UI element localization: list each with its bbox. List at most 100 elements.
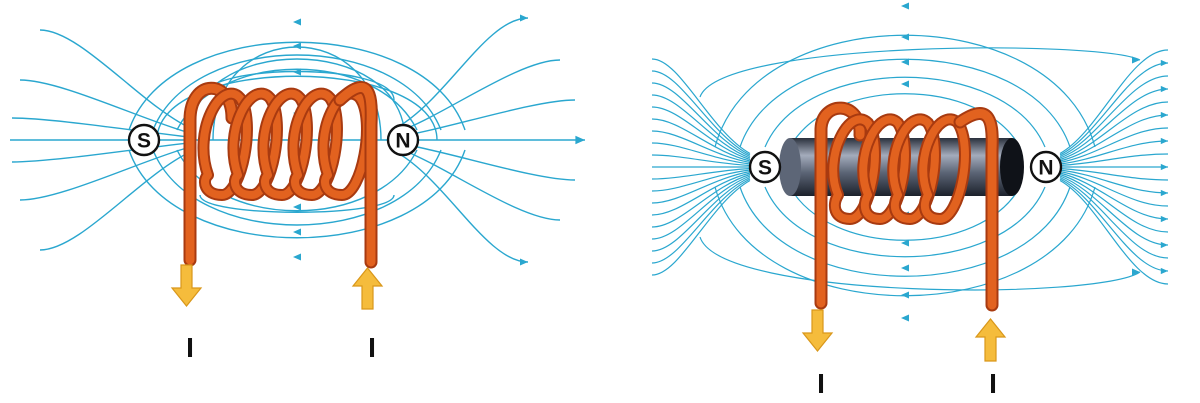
field-direction-arrow-icon xyxy=(901,2,909,10)
field-direction-arrow-icon xyxy=(901,80,909,88)
field-line xyxy=(401,155,529,263)
field-direction-arrow-icon xyxy=(293,228,301,236)
field-direction-arrow-icon xyxy=(1160,189,1168,197)
field-line xyxy=(401,99,576,137)
field-direction-arrow-icon xyxy=(1132,268,1140,276)
current-arrow-up-icon xyxy=(351,267,384,310)
field-line xyxy=(651,70,751,156)
field-lines xyxy=(651,34,1169,297)
field-line xyxy=(128,41,466,131)
air-core-solenoid-figure: S N I I xyxy=(10,14,585,363)
field-direction-arrow-icon xyxy=(1160,137,1168,145)
field-line xyxy=(1059,140,1169,165)
field-direction-arrow-icon xyxy=(520,14,528,22)
field-line xyxy=(156,75,438,141)
field-direction-arrow-icon xyxy=(1160,215,1168,223)
current-arrow-down-icon xyxy=(801,309,834,352)
field-line xyxy=(651,142,751,165)
field-line xyxy=(401,143,576,181)
coil-turn xyxy=(919,115,969,224)
field-line xyxy=(764,186,1046,258)
current-label-left: I xyxy=(817,368,825,399)
field-line xyxy=(651,154,751,167)
field-line xyxy=(651,179,751,276)
field-line xyxy=(176,149,418,212)
field-line xyxy=(1059,75,1169,158)
field-direction-arrow-icon xyxy=(293,68,301,76)
field-line xyxy=(739,186,1071,277)
field-line xyxy=(651,130,751,164)
current-label-left: I xyxy=(186,332,194,363)
field-line xyxy=(1059,62,1169,156)
field-line xyxy=(128,149,466,239)
coil-turn xyxy=(289,89,341,200)
field-line xyxy=(1059,114,1169,162)
field-line xyxy=(1059,176,1169,259)
field-arrows xyxy=(901,2,1168,322)
coil-turn xyxy=(259,89,311,200)
field-direction-arrow-icon xyxy=(1160,163,1168,171)
wire-lead-left xyxy=(185,83,237,265)
field-line xyxy=(764,76,1046,148)
field-line xyxy=(19,79,191,134)
field-line xyxy=(1059,101,1169,161)
field-line xyxy=(739,58,1071,148)
field-line xyxy=(651,169,751,192)
south-pole-label: S xyxy=(758,157,772,180)
coil-turn xyxy=(829,115,879,224)
field-line xyxy=(651,176,751,252)
field-line xyxy=(1059,88,1169,159)
field-line xyxy=(651,173,751,228)
field-direction-arrow-icon xyxy=(293,42,301,50)
wire-lead-right xyxy=(335,83,376,267)
field-line xyxy=(789,93,1021,148)
field-line xyxy=(651,94,751,159)
field-line xyxy=(39,151,191,251)
coil-turn xyxy=(199,89,251,200)
coil-turn xyxy=(859,115,909,224)
field-line xyxy=(152,54,442,131)
coil xyxy=(183,81,378,269)
field-line xyxy=(651,167,751,180)
south-pole-label: S xyxy=(137,130,151,153)
field-line xyxy=(1059,178,1169,272)
iron-core-solenoid-figure: S N I I xyxy=(651,2,1169,399)
north-pole-label: N xyxy=(1038,157,1053,180)
field-direction-arrow-icon xyxy=(1160,241,1168,249)
coil-turn xyxy=(229,89,281,200)
coil xyxy=(814,101,999,312)
field-line xyxy=(789,186,1021,241)
field-line xyxy=(651,106,751,161)
field-direction-arrow-icon xyxy=(901,33,909,41)
field-line xyxy=(1059,175,1169,246)
current-label-right: I xyxy=(368,332,376,363)
field-direction-arrow-icon xyxy=(1160,267,1168,275)
north-pole-badge: N xyxy=(386,123,420,157)
field-line xyxy=(39,29,191,129)
field-line xyxy=(651,170,751,204)
field-line xyxy=(651,178,751,264)
field-line xyxy=(699,236,1141,291)
wire-lead-right xyxy=(955,109,997,310)
field-direction-arrow-icon xyxy=(293,203,301,211)
field-line xyxy=(11,117,191,138)
field-line xyxy=(1059,127,1169,164)
field-line xyxy=(401,17,529,125)
south-pole-badge: S xyxy=(748,150,782,184)
field-line xyxy=(651,82,751,158)
field-line xyxy=(1059,153,1169,167)
field-direction-arrow-icon xyxy=(901,264,909,272)
coil-turn xyxy=(889,115,939,224)
field-line xyxy=(1059,170,1169,207)
field-line xyxy=(1059,179,1169,285)
field-direction-arrow-icon xyxy=(901,58,909,66)
south-pole-badge: S xyxy=(127,123,161,157)
field-line xyxy=(651,175,751,240)
field-direction-arrow-icon xyxy=(520,258,528,266)
field-line xyxy=(1059,172,1169,220)
field-line xyxy=(699,47,1141,98)
field-direction-arrow-icon xyxy=(901,314,909,322)
field-line xyxy=(651,118,751,162)
north-pole-badge: N xyxy=(1029,150,1063,184)
field-direction-arrow-icon xyxy=(901,239,909,247)
